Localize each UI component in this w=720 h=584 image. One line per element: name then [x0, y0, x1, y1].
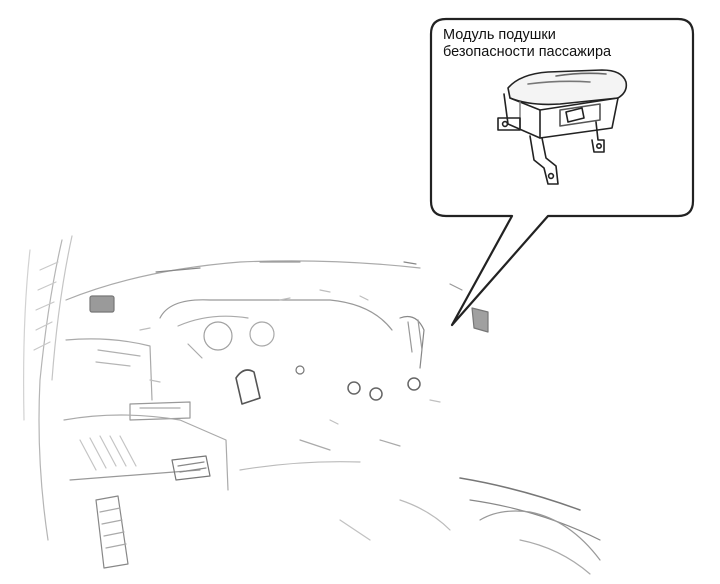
callout-bubble [429, 17, 695, 327]
callout-label: Модуль подушки безопасности пассажира [443, 27, 683, 61]
airbag-module-drawing [497, 69, 628, 185]
callout-label-line-1: Модуль подушки [443, 27, 556, 43]
dashboard-sketch [23, 235, 601, 575]
callout-outline [429, 17, 695, 327]
callout-label-line-2: безопасности пассажира [443, 44, 612, 60]
